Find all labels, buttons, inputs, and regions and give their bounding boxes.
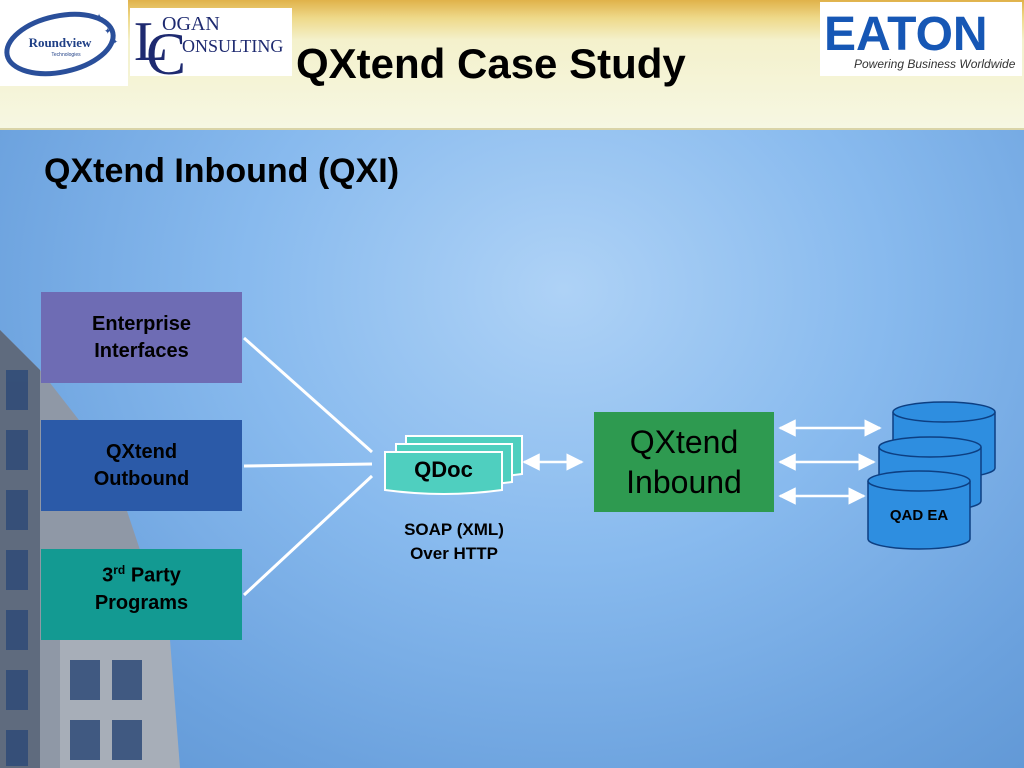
svg-text:Powering Business Worldwide: Powering Business Worldwide: [854, 57, 1016, 71]
svg-text:EATON: EATON: [824, 8, 988, 61]
svg-text:ONSULTING: ONSULTING: [182, 36, 283, 56]
qdoc-shape: [384, 435, 523, 495]
svg-text:✦: ✦: [112, 38, 118, 46]
svg-text:Roundview: Roundview: [29, 35, 92, 50]
logan-consulting-logo: L C OGAN ONSULTING: [130, 8, 292, 87]
enterprise-interfaces-box: Enterprise Interfaces: [41, 292, 242, 383]
svg-text:Technologies: Technologies: [51, 52, 81, 58]
connector-third-party: [242, 474, 374, 597]
connector-enterprise: [243, 336, 373, 454]
slide-subtitle: QXtend Inbound (QXI): [44, 152, 400, 190]
qxtend-outbound-label: QXtend Outbound: [93, 440, 190, 490]
qdoc-label: QDoc: [414, 457, 473, 482]
database-cylinder-front: [867, 470, 971, 550]
svg-text:L: L: [134, 11, 168, 73]
eaton-logo: EATON Powering Business Worldwide: [820, 2, 1022, 76]
qxtend-inbound-box: QXtend Inbound: [594, 412, 774, 512]
svg-text:✦: ✦: [94, 11, 104, 25]
svg-text:✦: ✦: [104, 26, 112, 36]
qad-ea-label: QAD EA: [889, 507, 949, 524]
third-party-programs-label: 3rd Party Programs: [94, 563, 189, 614]
svg-text:OGAN: OGAN: [162, 13, 220, 35]
qxtend-inbound-label: QXtend Inbound: [626, 424, 742, 500]
qxtend-outbound-box: QXtend Outbound: [41, 420, 242, 511]
roundview-logo: Roundview Technologies ✦ ✦ ✦: [0, 0, 128, 86]
third-party-programs-box: 3rd Party Programs: [41, 549, 242, 640]
enterprise-interfaces-label: Enterprise Interfaces: [92, 312, 191, 362]
transport-line-1: SOAP (XML): [404, 520, 504, 539]
transport-label: SOAP (XML) Over HTTP: [374, 518, 534, 566]
transport-line-2: Over HTTP: [410, 544, 498, 563]
slide-title: QXtend Case Study: [296, 40, 686, 87]
connector-outbound: [243, 462, 373, 468]
